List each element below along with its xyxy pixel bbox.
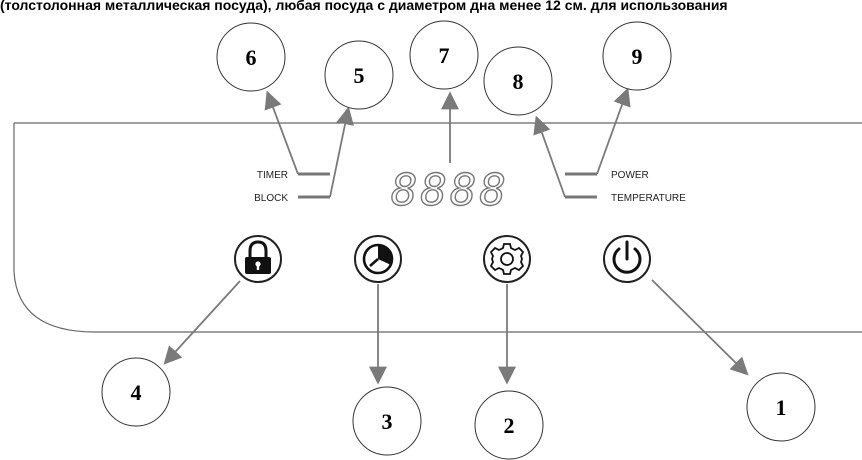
svg-text:9: 9 bbox=[632, 44, 643, 69]
callout-6: 6 bbox=[216, 22, 286, 92]
lock-button[interactable] bbox=[234, 235, 282, 283]
arrow-9 bbox=[596, 87, 631, 175]
label-block: BLOCK bbox=[254, 193, 288, 204]
callout-8: 8 bbox=[483, 46, 553, 116]
arrow-8 bbox=[533, 115, 566, 198]
label-timer: TIMER bbox=[257, 170, 288, 181]
power-icon bbox=[612, 240, 642, 274]
timer-button[interactable] bbox=[354, 235, 402, 283]
svg-text:2: 2 bbox=[504, 413, 515, 438]
callout-arrows bbox=[163, 87, 749, 385]
callout-9: 9 bbox=[602, 21, 672, 91]
timer-icon bbox=[362, 243, 394, 275]
arrow-4 bbox=[163, 280, 241, 365]
arrow-5 bbox=[329, 106, 354, 198]
arrow-1 bbox=[651, 279, 749, 376]
svg-text:4: 4 bbox=[131, 380, 142, 405]
callout-7: 7 bbox=[409, 20, 479, 90]
gear-icon bbox=[489, 243, 525, 275]
callout-1: 1 bbox=[746, 372, 816, 442]
svg-text:3: 3 bbox=[382, 409, 393, 434]
header-text: (толстолонная металлическая посуда), люб… bbox=[0, 0, 728, 13]
settings-button[interactable] bbox=[483, 235, 531, 283]
callout-3: 3 bbox=[352, 386, 422, 456]
callout-2: 2 bbox=[474, 390, 544, 460]
svg-text:5: 5 bbox=[354, 63, 365, 88]
digital-display: 8888 bbox=[391, 165, 509, 216]
arrow-6 bbox=[264, 90, 299, 175]
lock-icon bbox=[245, 240, 271, 274]
panel-outline bbox=[13, 122, 862, 333]
svg-text:7: 7 bbox=[439, 43, 450, 68]
svg-text:8: 8 bbox=[513, 69, 524, 94]
callout-5: 5 bbox=[324, 40, 394, 110]
svg-text:6: 6 bbox=[246, 45, 257, 70]
callout-4: 4 bbox=[101, 357, 171, 427]
power-button[interactable] bbox=[603, 235, 651, 283]
svg-text:1: 1 bbox=[776, 395, 787, 420]
label-power: POWER bbox=[611, 170, 649, 181]
label-temperature: TEMPERATURE bbox=[611, 193, 686, 204]
